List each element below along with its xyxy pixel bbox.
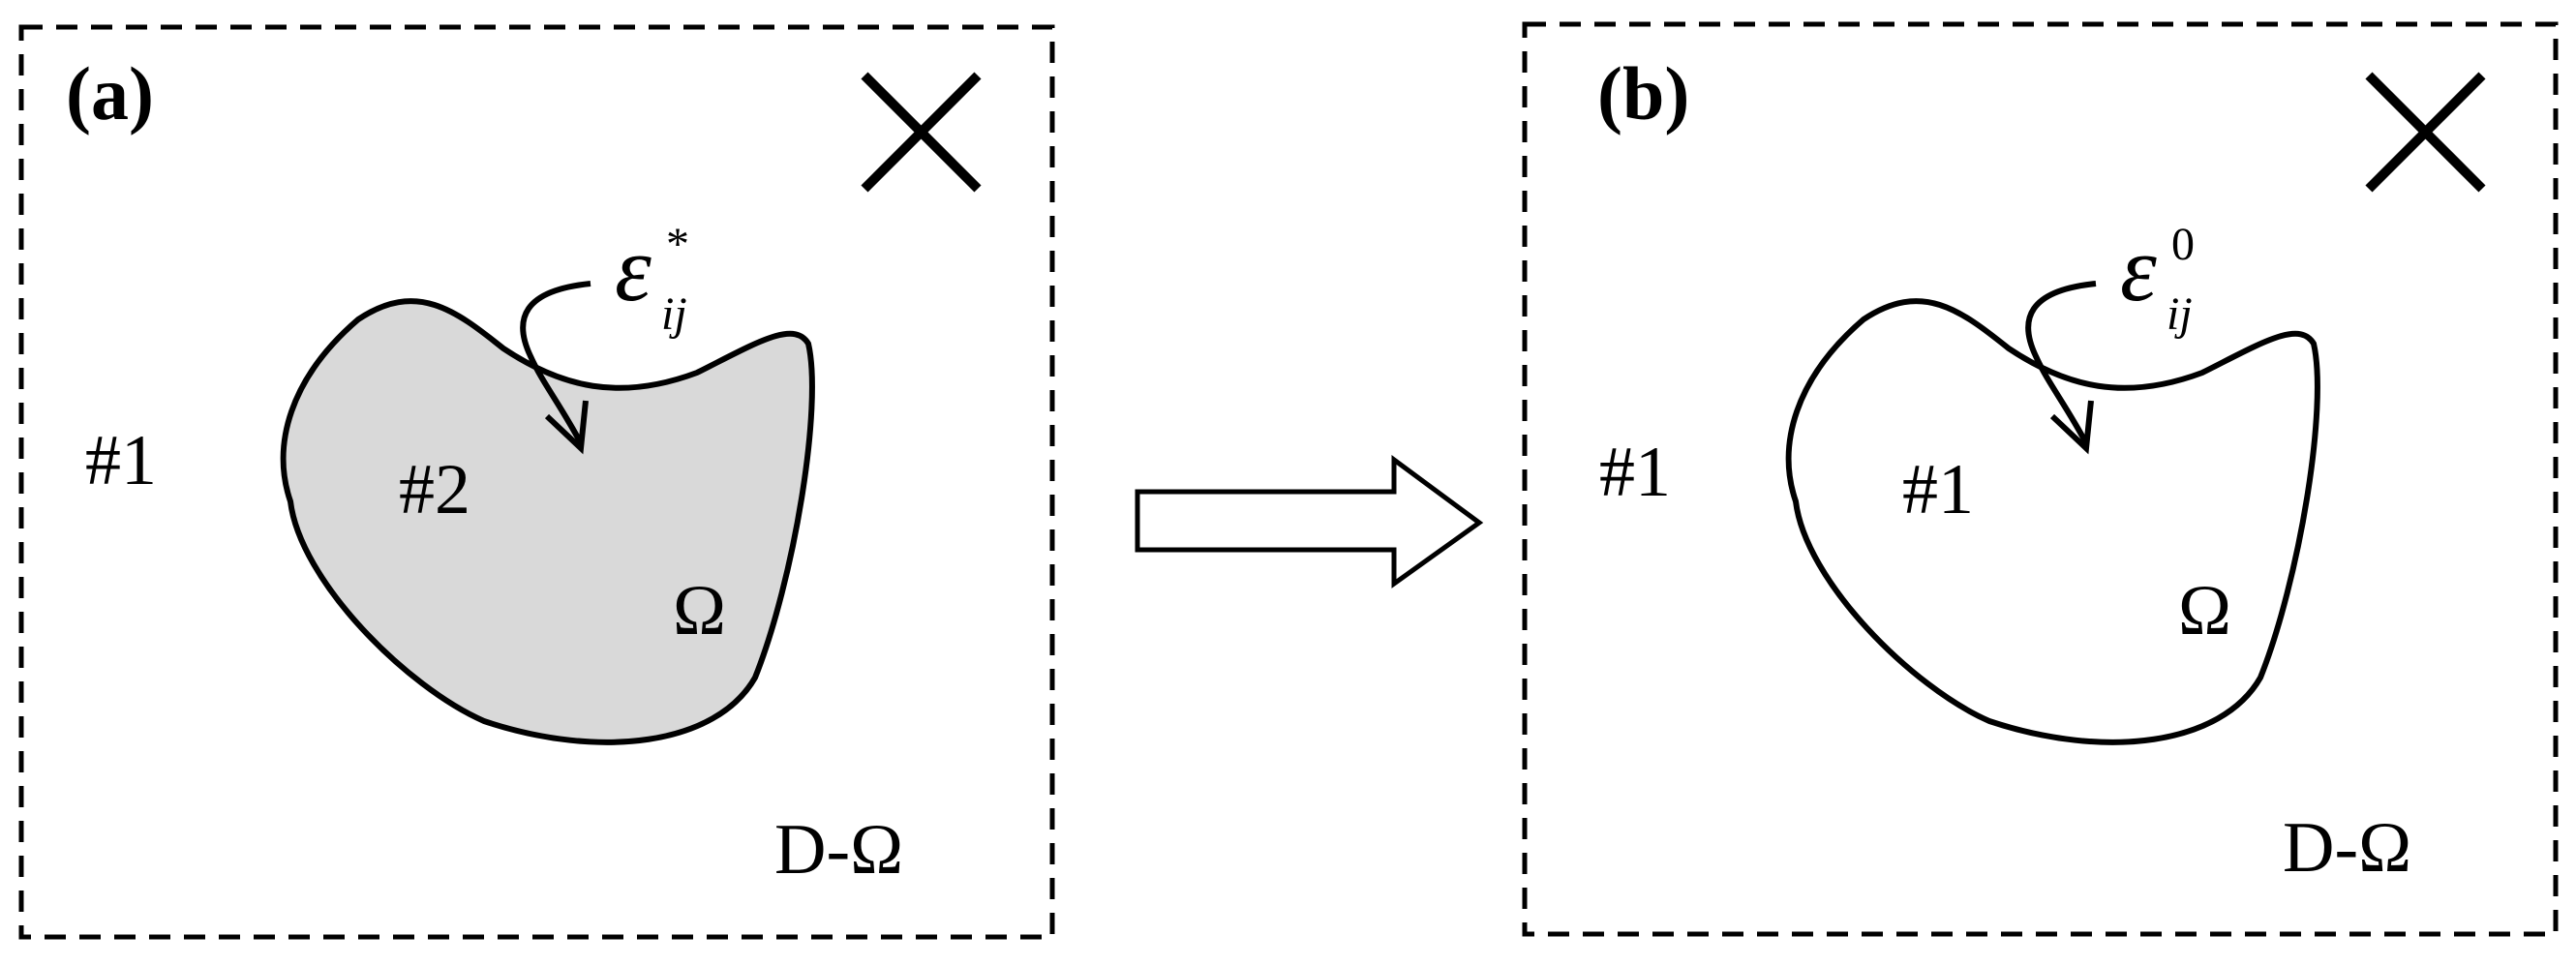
strain-superscript-a: *	[666, 219, 689, 270]
strain-symbol-b: ε	[2120, 217, 2157, 320]
strain-subscript-a: ij	[661, 288, 687, 340]
inclusion-region-b	[1789, 301, 2318, 742]
domain-boundary-b	[1522, 21, 2559, 937]
strain-superscript-b: 0	[2171, 219, 2195, 270]
matrix-label-a: #1	[85, 421, 157, 500]
panel-b: (b) ε ij 0 #1 #1 Ω D-Ω	[1522, 21, 2559, 937]
omega-label-b: Ω	[2178, 571, 2231, 650]
domain-boundary-a	[18, 24, 1055, 940]
panel-label-a: (a)	[66, 51, 154, 136]
panel-label-b: (b)	[1597, 51, 1689, 136]
strain-subscript-b: ij	[2167, 288, 2193, 340]
matrix-label-b: #1	[1599, 433, 1671, 512]
cross-icon	[2365, 72, 2486, 193]
complement-label-a: D-Ω	[774, 810, 903, 890]
inclusion-label-a: #2	[399, 450, 470, 529]
strain-arrow-b	[2025, 281, 2097, 455]
strain-symbol-a: ε	[615, 217, 652, 320]
strain-label-a: ε ij *	[615, 217, 689, 340]
complement-label-b: D-Ω	[2283, 808, 2411, 888]
transition-arrow	[1135, 455, 1484, 589]
inclusion-label-b: #1	[1902, 450, 1974, 529]
strain-label-b: ε ij 0	[2120, 217, 2195, 340]
inclusion-region-a	[284, 301, 812, 742]
omega-label-a: Ω	[673, 571, 726, 650]
cross-icon	[861, 72, 982, 193]
strain-arrow-a	[520, 281, 591, 455]
panel-a: (a) ε ij * #1 #2 Ω D-Ω	[18, 24, 1055, 940]
